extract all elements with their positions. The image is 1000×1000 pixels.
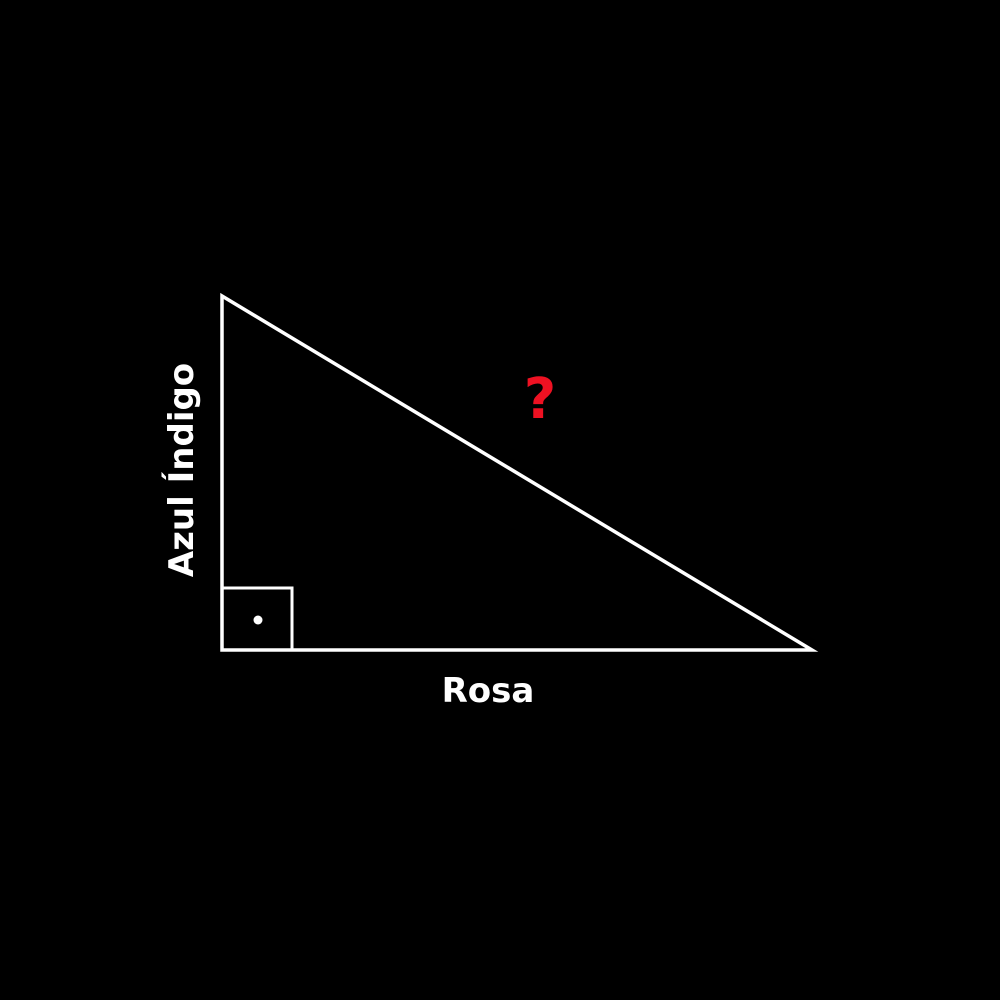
right-angle-dot [253,615,263,625]
right-triangle [220,292,819,652]
hypotenuse-question-mark: ? [524,367,556,432]
vertical-leg-label: Azul Índigo [161,363,202,577]
horizontal-leg-label: Rosa [442,671,535,711]
right-angle-marker [220,586,294,652]
